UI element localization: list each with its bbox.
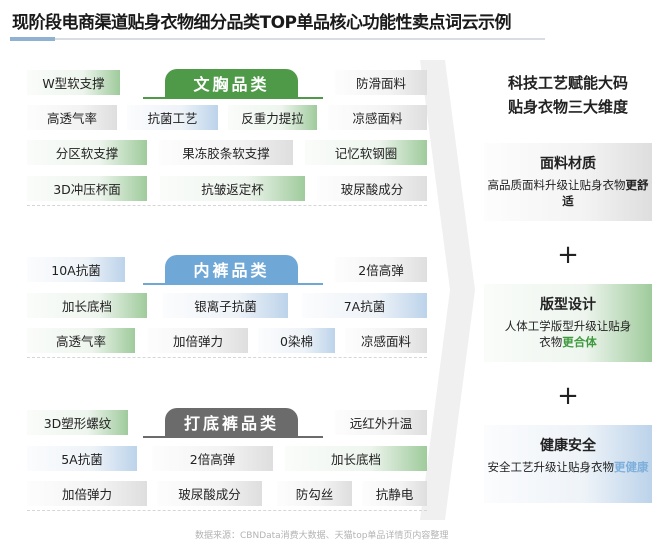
divider xyxy=(27,205,427,206)
tag: 加长底档 xyxy=(27,293,147,318)
arrow-background-icon xyxy=(420,60,475,520)
tag: 分区软支撑 xyxy=(27,140,147,165)
title-underline xyxy=(10,38,545,40)
leggings-category-header: 打底裤品类 xyxy=(165,408,298,436)
tag: 远红外升温 xyxy=(335,410,427,435)
leggings-header-line xyxy=(143,436,323,438)
box-desc: 安全工艺升级让贴身衣物更健康 xyxy=(484,459,652,475)
tag: 高透气率 xyxy=(27,328,135,353)
divider xyxy=(27,357,427,358)
data-source: 数据来源：CBNData消费大数据、天猫top单品详情页内容整理 xyxy=(195,531,449,541)
box-desc: 人体工学版型升级让贴身衣物更合体 xyxy=(484,318,652,350)
tag: 凉感面料 xyxy=(328,105,427,130)
right-title-line1: 科技工艺赋能大码 xyxy=(507,74,628,92)
tag: 防滑面料 xyxy=(335,70,427,95)
bra-header-line xyxy=(143,97,323,99)
plus-icon: + xyxy=(557,240,579,270)
box-emphasis: 更合体 xyxy=(562,335,597,349)
box-emphasis: 更健康 xyxy=(614,460,649,474)
divider xyxy=(27,510,427,511)
box-heading: 面料材质 xyxy=(540,156,596,172)
title-underline-accent xyxy=(10,37,55,41)
box-heading: 健康安全 xyxy=(540,438,596,454)
tag: 加倍弹力 xyxy=(148,328,248,353)
tag: 凉感面料 xyxy=(345,328,427,353)
tag: 加倍弹力 xyxy=(27,481,147,506)
tag: 玻尿酸成分 xyxy=(157,481,262,506)
fabric-box: 面料材质 高品质面料升级让贴身衣物更舒适 xyxy=(484,143,652,221)
page-title: 现阶段电商渠道贴身衣物细分品类TOP单品核心功能性卖点词云示例 xyxy=(12,13,512,33)
box-desc-text: 高品质面料升级让贴身衣物 xyxy=(487,178,626,192)
tag: W型软支撑 xyxy=(27,70,120,95)
tag: 抗菌工艺 xyxy=(127,105,218,130)
tag: 防勾丝 xyxy=(277,481,352,506)
tag: 0染棉 xyxy=(258,328,335,353)
tag: 2倍高弹 xyxy=(335,257,427,282)
tag: 果冻胶条软支撑 xyxy=(159,140,293,165)
tag: 7A抗菌 xyxy=(302,293,427,318)
tag: 抗皱返定杯 xyxy=(160,176,305,201)
design-box: 版型设计 人体工学版型升级让贴身衣物更合体 xyxy=(484,284,652,362)
tag: 玻尿酸成分 xyxy=(317,176,427,201)
tag: 记忆软钢圈 xyxy=(305,140,427,165)
box-emphasis: 更舒适 xyxy=(562,178,649,208)
tag: 5A抗菌 xyxy=(27,446,137,471)
box-desc: 高品质面料升级让贴身衣物更舒适 xyxy=(484,177,652,209)
tag: 银离子抗菌 xyxy=(163,293,288,318)
tag: 3D冲压杯面 xyxy=(27,176,147,201)
tag: 2倍高弹 xyxy=(152,446,273,471)
right-title-line2: 贴身衣物三大维度 xyxy=(507,98,628,116)
tag: 反重力提拉 xyxy=(228,105,317,130)
tag: 加长底档 xyxy=(285,446,427,471)
safety-box: 健康安全 安全工艺升级让贴身衣物更健康 xyxy=(484,425,652,503)
tag: 10A抗菌 xyxy=(27,257,125,282)
tag: 抗静电 xyxy=(362,481,427,506)
tag: 3D塑形螺纹 xyxy=(27,410,128,435)
box-heading: 版型设计 xyxy=(540,297,596,313)
underwear-header-line xyxy=(143,283,323,285)
box-desc-text: 人体工学版型升级让贴身衣物 xyxy=(504,319,632,349)
box-desc-text: 安全工艺升级让贴身衣物 xyxy=(487,460,615,474)
bra-category-header: 文胸品类 xyxy=(165,69,298,97)
tag: 高透气率 xyxy=(27,105,117,130)
plus-icon: + xyxy=(557,381,579,411)
underwear-category-header: 内裤品类 xyxy=(165,255,298,283)
